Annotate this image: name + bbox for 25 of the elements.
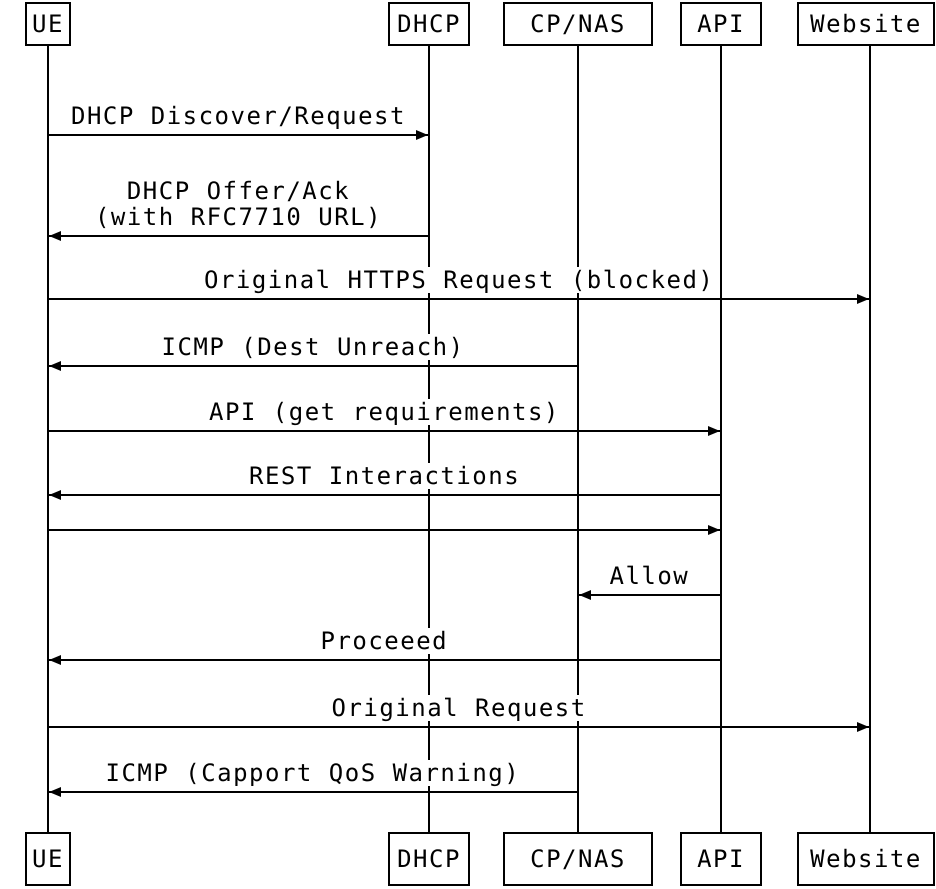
lifeline (577, 46, 579, 832)
participant-box: CP/NAS (503, 2, 653, 46)
message-arrow (49, 426, 720, 436)
message-arrow (49, 361, 577, 371)
message-arrow (49, 787, 577, 797)
message-arrow (579, 590, 720, 600)
lifeline (720, 46, 722, 832)
participant-box: CP/NAS (503, 832, 653, 886)
participant-box: DHCP (388, 2, 470, 46)
message-arrow (49, 722, 869, 732)
participant-box: API (680, 2, 762, 46)
message-arrow (49, 231, 428, 241)
participant-box: Website (797, 832, 935, 886)
lifeline (869, 46, 871, 832)
participant-box: DHCP (388, 832, 470, 886)
message-arrow (49, 525, 720, 535)
message-arrow (49, 294, 869, 304)
message-arrow (49, 490, 720, 500)
lifeline (47, 46, 49, 832)
participant-box: Website (797, 2, 935, 46)
participant-box: API (680, 832, 762, 886)
message-arrow (49, 130, 428, 140)
participant-box: UE (25, 832, 71, 886)
message-arrow (49, 655, 720, 665)
participant-box: UE (25, 2, 71, 46)
